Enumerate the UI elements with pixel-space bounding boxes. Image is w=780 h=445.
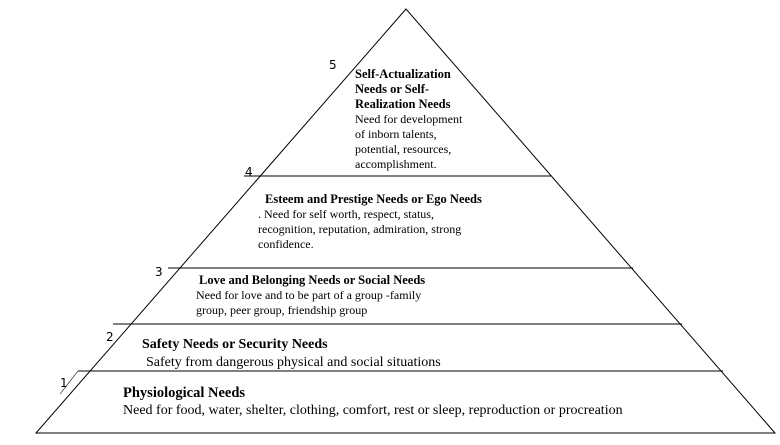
leader-1 (59, 370, 79, 395)
level-5-text: Self-Actualization Needs or Self- Realiz… (355, 67, 462, 172)
level-4-text: Esteem and Prestige Needs or Ego Needs .… (258, 192, 482, 252)
level-5-title: Self-Actualization Needs or Self- Realiz… (355, 67, 451, 111)
level-1-description: Need for food, water, shelter, clothing,… (123, 403, 623, 418)
level-number-3: 3 (155, 265, 163, 279)
level-1-title: Physiological Needs (123, 385, 246, 401)
level-3-description: Need for love and to be part of a group … (196, 288, 422, 317)
level-4-description: . Need for self worth, respect, status, … (258, 207, 462, 251)
level-number-2: 2 (106, 330, 114, 344)
level-3-text: Love and Belonging Needs or Social Needs… (196, 273, 426, 318)
level-3-title: Love and Belonging Needs or Social Needs (199, 273, 426, 287)
level-4-title: Esteem and Prestige Needs or Ego Needs (265, 192, 482, 206)
level-number-1: 1 (60, 376, 68, 390)
level-5-description: Need for development of inborn talents, … (355, 112, 463, 171)
pyramid-triangle (34, 8, 777, 434)
level-2-title: Safety Needs or Security Needs (142, 337, 328, 352)
level-2-description: Safety from dangerous physical and socia… (146, 355, 441, 370)
level-number-5: 5 (329, 58, 337, 72)
level-1-text: Physiological Needs Need for food, water… (123, 384, 623, 420)
level-2-text: Safety Needs or Security Needs Safety fr… (142, 336, 441, 372)
level-number-4: 4 (245, 165, 253, 179)
